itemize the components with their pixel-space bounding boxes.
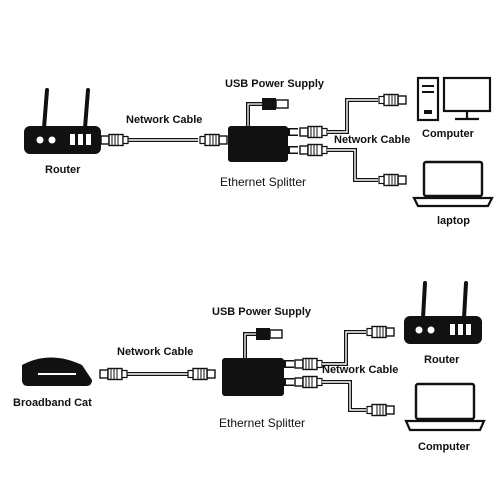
ethernet-splitter-icon xyxy=(222,358,294,396)
ethernet-splitter-icon xyxy=(228,126,298,162)
laptop-label: laptop xyxy=(437,215,470,227)
branch-cables xyxy=(299,93,407,187)
usb-plug-icon xyxy=(246,98,289,126)
router-label: Router xyxy=(45,164,81,176)
branch-network-cable-label: Network Cable xyxy=(322,364,399,376)
ethernet-splitter-label: Ethernet Splitter xyxy=(219,416,306,430)
network-cable-label: Network Cable xyxy=(117,346,194,358)
usb-plug-icon xyxy=(243,328,283,358)
router-icon xyxy=(24,88,101,154)
laptop-icon xyxy=(412,160,494,208)
usb-power-supply-label: USB Power Supply xyxy=(225,78,325,90)
desktop-computer-icon xyxy=(416,76,492,122)
branch-cables xyxy=(294,325,395,417)
router-label: Router xyxy=(424,354,460,366)
network-cable-label: Network Cable xyxy=(126,114,203,126)
router-icon xyxy=(404,281,482,344)
ethernet-splitter-label: Ethernet Splitter xyxy=(220,175,307,189)
broadband-modem-icon xyxy=(22,357,92,386)
usb-power-supply-label: USB Power Supply xyxy=(212,306,312,318)
network-cable xyxy=(100,133,228,147)
network-cable xyxy=(99,367,216,381)
branch-network-cable-label: Network Cable xyxy=(334,134,411,146)
computer-label: Computer xyxy=(422,128,474,140)
computer-label: Computer xyxy=(418,441,470,453)
broadband-cat-label: Broadband Cat xyxy=(13,397,92,409)
laptop-icon xyxy=(404,382,486,432)
